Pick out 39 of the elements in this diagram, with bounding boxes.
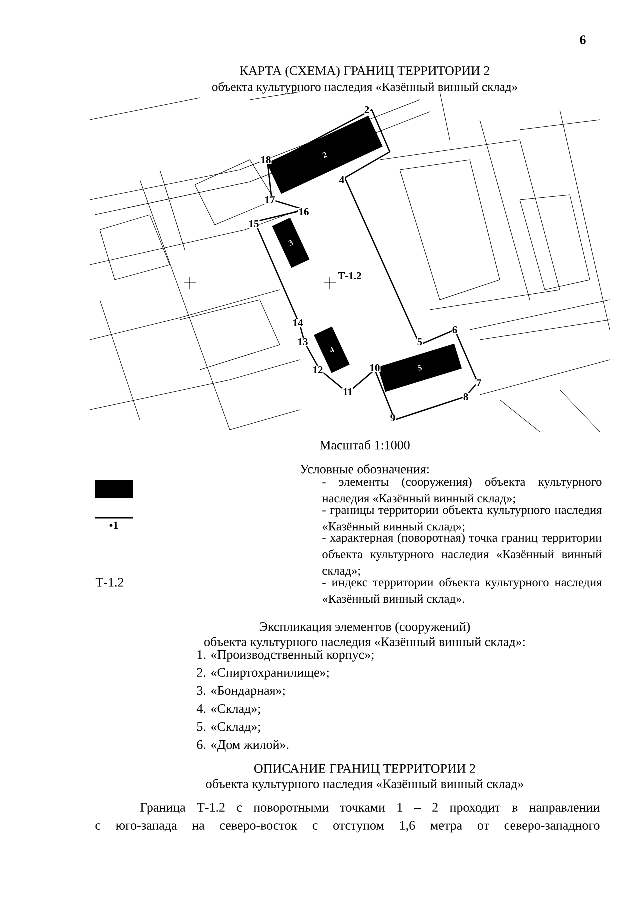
- section-heading: Экспликация элементов (сооружений): [260, 622, 470, 634]
- legend-text: - характерная (поворотная) точка границ территории объекта культурного наследия «Казённый винный склад»;: [322, 533, 602, 578]
- section-heading: ОПИСАНИЕ ГРАНИЦ ТЕРРИТОРИИ 2: [254, 764, 476, 776]
- point-number: 18: [260, 156, 272, 164]
- list-item: 5. «Склад»;: [197, 722, 260, 734]
- list-item: 3. «Бондарная»;: [197, 686, 285, 698]
- point-number: 6: [452, 326, 458, 334]
- point-number: 7: [476, 379, 482, 387]
- building-block: 3: [272, 218, 310, 268]
- page-title: КАРТА (СХЕМА) ГРАНИЦ ТЕРРИТОРИИ 2: [240, 66, 490, 78]
- list-item: 6. «Дом жилой».: [197, 740, 289, 752]
- legend-text: - индекс территории объекта культурного наследия «Казённый винный склад».: [322, 578, 602, 606]
- point-number: 13: [297, 338, 309, 346]
- section-heading: объекта культурного наследия «Казённый винный склад»:: [204, 636, 525, 650]
- section-heading: объекта культурного наследия «Казённый винный склад»: [206, 778, 524, 792]
- point-number: 14: [292, 319, 304, 327]
- point-number: 12: [312, 366, 324, 374]
- point-number: 17: [264, 196, 276, 204]
- territory-index: Т-1.2: [338, 272, 362, 280]
- point-number: 11: [342, 388, 354, 396]
- list-item: 1. «Производственный корпус»;: [198, 650, 374, 662]
- point-number: 8: [462, 392, 470, 402]
- point-number: 9: [390, 414, 396, 422]
- legend-sample: •1: [110, 522, 118, 530]
- subtitle: объекта культурного наследия «Казённый винный склад»: [212, 82, 518, 94]
- legend-text: - элементы (сооружения) объекта культурного наследия «Казённый винный склад»;: [322, 477, 602, 505]
- legend-heading: Условные обозначения:: [300, 464, 429, 474]
- page-number: 6: [580, 36, 586, 44]
- legend-text: - границы территории объекта культурного наследия «Казённый винный склад»;: [322, 505, 602, 533]
- paragraph: Граница Т-1.2 с поворотными точками 1 – 2 проходит в направлении с юго-запада на северо-восток с отступом 1,6 метра от северо-западного: [96, 803, 600, 833]
- list-item: 2. «Спиртохранилище»;: [197, 668, 329, 680]
- list-item: 4. «Склад»;: [196, 704, 260, 716]
- point-number: 15: [248, 220, 260, 228]
- point-number: 5: [416, 338, 424, 346]
- scale-label: Масштаб 1:1000: [320, 440, 410, 450]
- point-number: 16: [298, 208, 310, 216]
- point-number: 10: [369, 364, 381, 372]
- point-number: 4: [338, 176, 346, 184]
- legend-sample: Т-1.2: [96, 578, 124, 587]
